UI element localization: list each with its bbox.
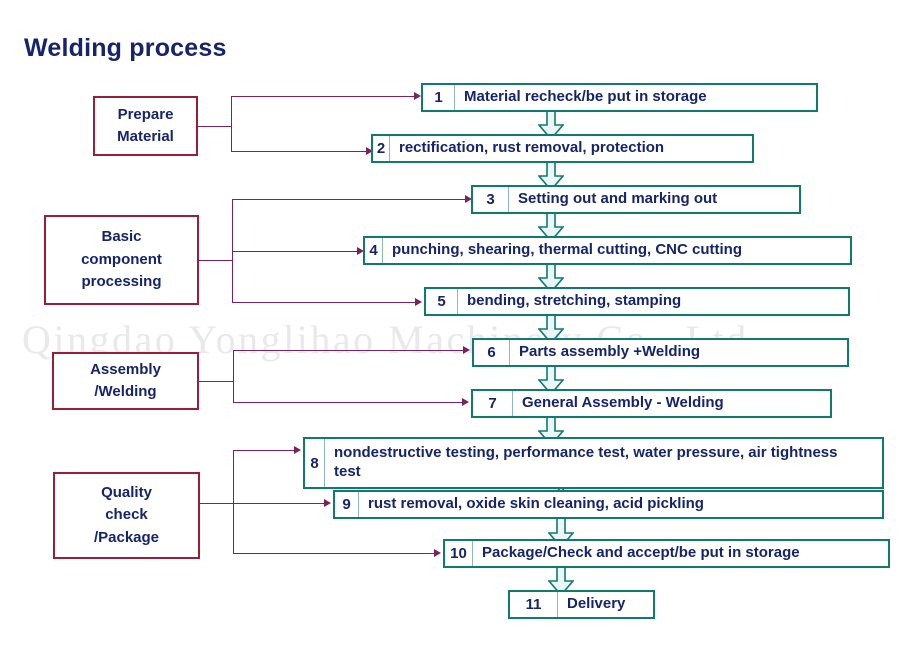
step-number: 10 xyxy=(445,541,473,566)
step-box-9[interactable]: 9 rust removal, oxide skin cleaning, aci… xyxy=(333,490,884,519)
step-box-4[interactable]: 4 punching, shearing, thermal cutting, C… xyxy=(363,236,852,265)
group-box-prepare-material: Prepare Material xyxy=(93,96,198,156)
step-number: 1 xyxy=(423,85,455,110)
step-label: nondestructive testing, performance test… xyxy=(334,444,838,480)
connector-arrowhead xyxy=(462,398,469,406)
connector-line xyxy=(232,302,416,303)
connector-line xyxy=(199,381,233,382)
group-label-line: /Package xyxy=(93,528,160,546)
page-title: Welding process xyxy=(24,34,227,62)
connector-line xyxy=(233,350,234,402)
group-box-assembly-welding: Assembly /Welding xyxy=(52,352,199,410)
step-label: punching, shearing, thermal cutting, CNC… xyxy=(392,241,743,259)
connector-line xyxy=(233,450,234,554)
group-label-line: component xyxy=(81,250,162,268)
step-number: 9 xyxy=(335,492,359,517)
flow-arrow-10-to-11 xyxy=(548,566,574,596)
step-number: 5 xyxy=(426,289,458,314)
group-label-line: /Welding xyxy=(94,383,157,400)
step-box-1[interactable]: 1 Material recheck/be put in storage xyxy=(421,83,818,112)
group-label-line: Prepare xyxy=(117,105,174,123)
step-number: 3 xyxy=(473,187,509,212)
flow-arrow-2-to-3 xyxy=(538,161,564,191)
flow-arrow-4-to-5 xyxy=(538,263,564,293)
step-number: 8 xyxy=(305,439,325,487)
connector-arrowhead xyxy=(414,92,421,100)
flow-arrow-3-to-4 xyxy=(538,212,564,242)
group-label-line: Assembly xyxy=(90,360,161,378)
connector-arrowhead xyxy=(463,346,470,354)
connector-arrowhead xyxy=(324,499,331,507)
connector-line xyxy=(233,350,464,351)
step-box-6[interactable]: 6 Parts assembly +Welding xyxy=(472,338,849,367)
step-number: 6 xyxy=(474,340,510,365)
step-label: Setting out and marking out xyxy=(518,190,718,208)
connector-line xyxy=(233,402,463,403)
group-box-quality-package: Quality check /Package xyxy=(53,472,200,559)
connector-line xyxy=(200,503,233,504)
connector-line xyxy=(232,251,358,252)
connector-line xyxy=(198,126,231,127)
group-label-line: Quality xyxy=(101,483,152,501)
connector-arrowhead xyxy=(357,247,364,255)
connector-line xyxy=(199,260,232,261)
group-label-line: Basic xyxy=(101,228,142,246)
connector-arrowhead xyxy=(434,549,441,557)
step-box-3[interactable]: 3 Setting out and marking out xyxy=(471,185,801,214)
connector-line xyxy=(233,503,325,504)
step-label: rust removal, oxide skin cleaning, acid … xyxy=(368,495,704,513)
step-label: Parts assembly +Welding xyxy=(519,343,701,361)
step-label: Package/Check and accept/be put in stora… xyxy=(482,544,800,562)
connector-line xyxy=(231,96,415,97)
group-label-line: processing xyxy=(81,273,162,291)
flow-arrow-6-to-7 xyxy=(538,365,564,395)
connector-arrowhead xyxy=(415,298,422,306)
step-label: rectification, rust removal, protection xyxy=(399,139,665,157)
step-number: 2 xyxy=(373,136,390,161)
step-label: Material recheck/be put in storage xyxy=(464,88,707,106)
connector-arrowhead xyxy=(465,195,472,203)
flow-arrow-1-to-2 xyxy=(538,110,564,140)
connector-line xyxy=(231,96,232,152)
step-box-5[interactable]: 5 bending, stretching, stamping xyxy=(424,287,850,316)
step-number: 11 xyxy=(510,592,558,617)
connector-arrowhead xyxy=(294,446,301,454)
group-label-line: check xyxy=(105,506,148,524)
connector-arrowhead xyxy=(366,147,373,155)
step-label: Delivery xyxy=(567,595,626,613)
connector-line xyxy=(233,450,295,451)
step-box-8[interactable]: 8 nondestructive testing, performance te… xyxy=(303,437,884,489)
step-label: bending, stretching, stamping xyxy=(467,292,682,310)
group-box-basic-component: Basic component processing xyxy=(44,215,199,305)
step-box-7[interactable]: 7 General Assembly - Welding xyxy=(471,389,832,418)
flow-arrow-5-to-6 xyxy=(538,314,564,344)
step-number: 4 xyxy=(365,238,383,263)
step-label: General Assembly - Welding xyxy=(522,394,724,412)
step-number: 7 xyxy=(473,391,513,416)
connector-line xyxy=(231,151,367,152)
connector-line xyxy=(233,553,435,554)
step-box-11[interactable]: 11 Delivery xyxy=(508,590,655,619)
step-box-2[interactable]: 2 rectification, rust removal, protectio… xyxy=(371,134,754,163)
step-box-10[interactable]: 10 Package/Check and accept/be put in st… xyxy=(443,539,890,568)
connector-line xyxy=(232,199,466,200)
group-label-line: Material xyxy=(117,128,174,145)
